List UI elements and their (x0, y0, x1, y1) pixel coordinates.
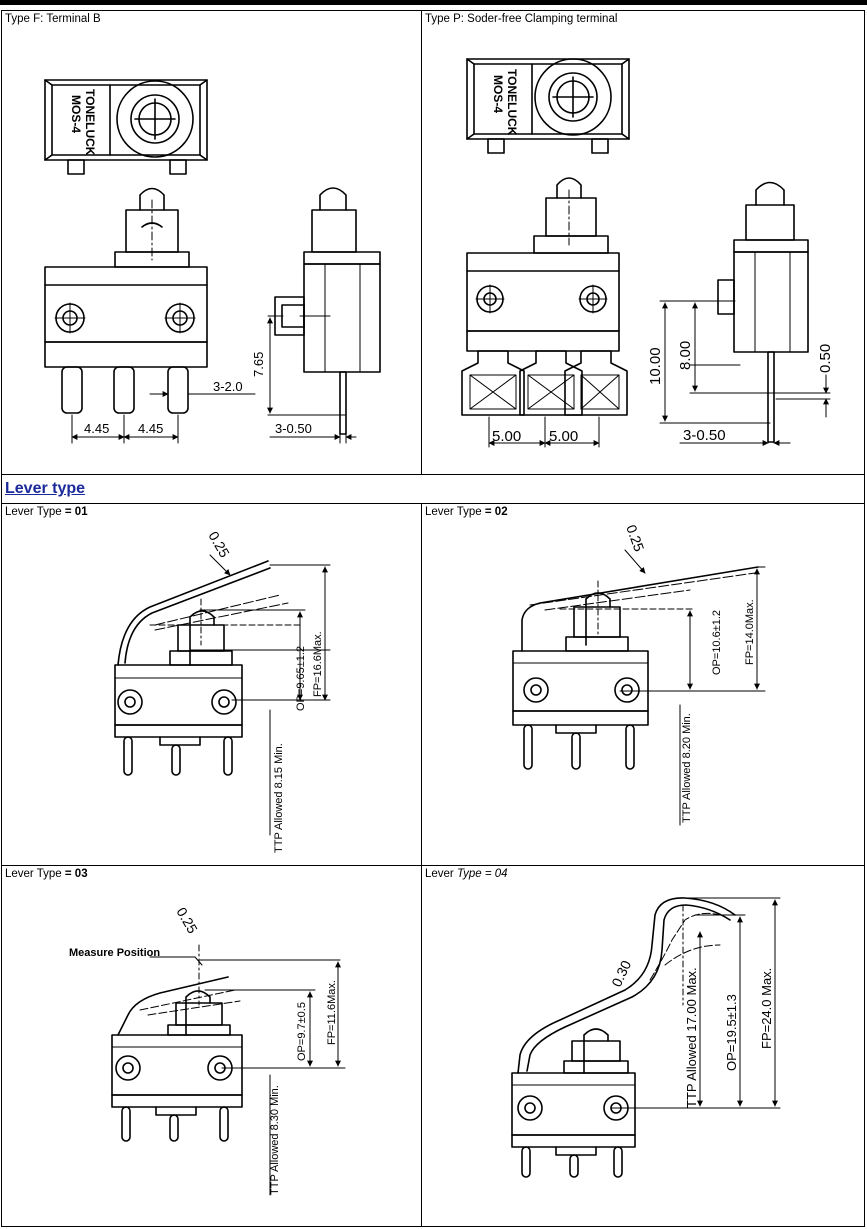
lever-03-thickness: 0.25 (173, 905, 201, 937)
type-f-side-view: 7.65 3-0.50 (251, 187, 381, 444)
lever-03-drawing: Measure Position 0.25 OP=9.7±0.5 FP=11.6… (69, 905, 346, 1196)
type-p-top-view: TONELUCK MOS-4 (466, 58, 630, 154)
lever-03-measure-position: Measure Position (69, 947, 160, 959)
type-f-top-view: TONELUCK MOS-4 (44, 79, 208, 175)
lever-01-op: OP=9.65±1.2 (295, 646, 307, 711)
type-f-brand-text: TONELUCK (83, 89, 97, 156)
lever-01-ttp: TTP Allowed 8.15 Min. (273, 743, 285, 853)
lever-03-ttp: TTP Allowed 8.30 Min. (269, 1085, 281, 1195)
type-f-dim-7-65: 7.65 (251, 352, 266, 377)
type-p-side-view: 10.00 8.00 0.50 3-0.50 (647, 181, 834, 446)
panel-lever-02-label: Lever Type = 02 (425, 506, 508, 518)
panel-lever-04-label: Lever Type = 04 (425, 868, 508, 880)
lever-02-op: OP=10.6±1.2 (711, 610, 723, 675)
lever-02-thickness: 0.25 (623, 523, 647, 554)
type-f-dim-3-2-0: 3-2.0 (213, 379, 243, 394)
panel-lever-01-label: Lever Type = 01 (5, 506, 88, 518)
type-f-dim-4-45-b: 4.45 (138, 421, 163, 436)
lever-02-ttp: TTP Allowed 8.20 Min. (681, 713, 693, 823)
type-p-dim-5-00-b: 5.00 (549, 428, 578, 445)
type-f-dim-4-45-a: 4.45 (84, 421, 109, 436)
type-p-front-view: 5.00 5.00 (461, 177, 628, 448)
lever-01-drawing: 0.25 OP=9.65±1.2 FP=16.6Max. TTP Allowed… (114, 529, 331, 853)
type-p-dim-5-00-a: 5.00 (492, 428, 521, 445)
type-p-brand-text: TONELUCK (505, 69, 519, 136)
lever-02-drawing: 0.25 OP=10.6±1.2 FP=14.0Max. TTP Allowed… (512, 523, 766, 826)
lever-04-fp: FP=24.0 Max. (759, 968, 774, 1049)
technical-drawings: TONELUCK MOS-4 4.45 4.45 (44, 58, 834, 1196)
type-p-dim-8-00: 8.00 (677, 341, 694, 370)
lever-04-op: OP=19.5±1.3 (724, 994, 739, 1071)
type-p-dim-3-0-50: 3-0.50 (683, 427, 726, 444)
panel-type-p-label: Type P: Soder-free Clamping terminal (425, 13, 618, 25)
lever-01-fp: FP=16.6Max. (312, 631, 324, 697)
type-f-dim-3-0-50: 3-0.50 (275, 421, 312, 436)
panel-lever-03-label: Lever Type = 03 (5, 868, 88, 880)
lever-03-fp: FP=11.6Max. (326, 980, 338, 1045)
type-f-front-view: 4.45 4.45 3-2.0 (44, 187, 256, 444)
lever-03-op: OP=9.7±0.5 (296, 1002, 308, 1061)
lever-02-fp: FP=14.0Max. (744, 599, 756, 665)
type-p-dim-10-00: 10.00 (647, 347, 664, 385)
panel-type-f-label: Type F: Terminal B (5, 13, 101, 25)
type-f-model-text: MOS-4 (69, 95, 83, 133)
lever-01-thickness: 0.25 (205, 529, 233, 561)
lever-04-ttp: TTP Allowed 17.00 Max. (684, 967, 699, 1108)
type-p-dim-0-50: 0.50 (817, 344, 834, 373)
lever-04-drawing: 0.30 TTP Allowed 17.00 Max. OP=19.5±1.3 … (511, 897, 781, 1178)
type-p-model-text: MOS-4 (491, 75, 505, 113)
lever-04-thickness: 0.30 (608, 958, 634, 990)
lever-type-heading-link[interactable]: Lever type (5, 480, 86, 497)
